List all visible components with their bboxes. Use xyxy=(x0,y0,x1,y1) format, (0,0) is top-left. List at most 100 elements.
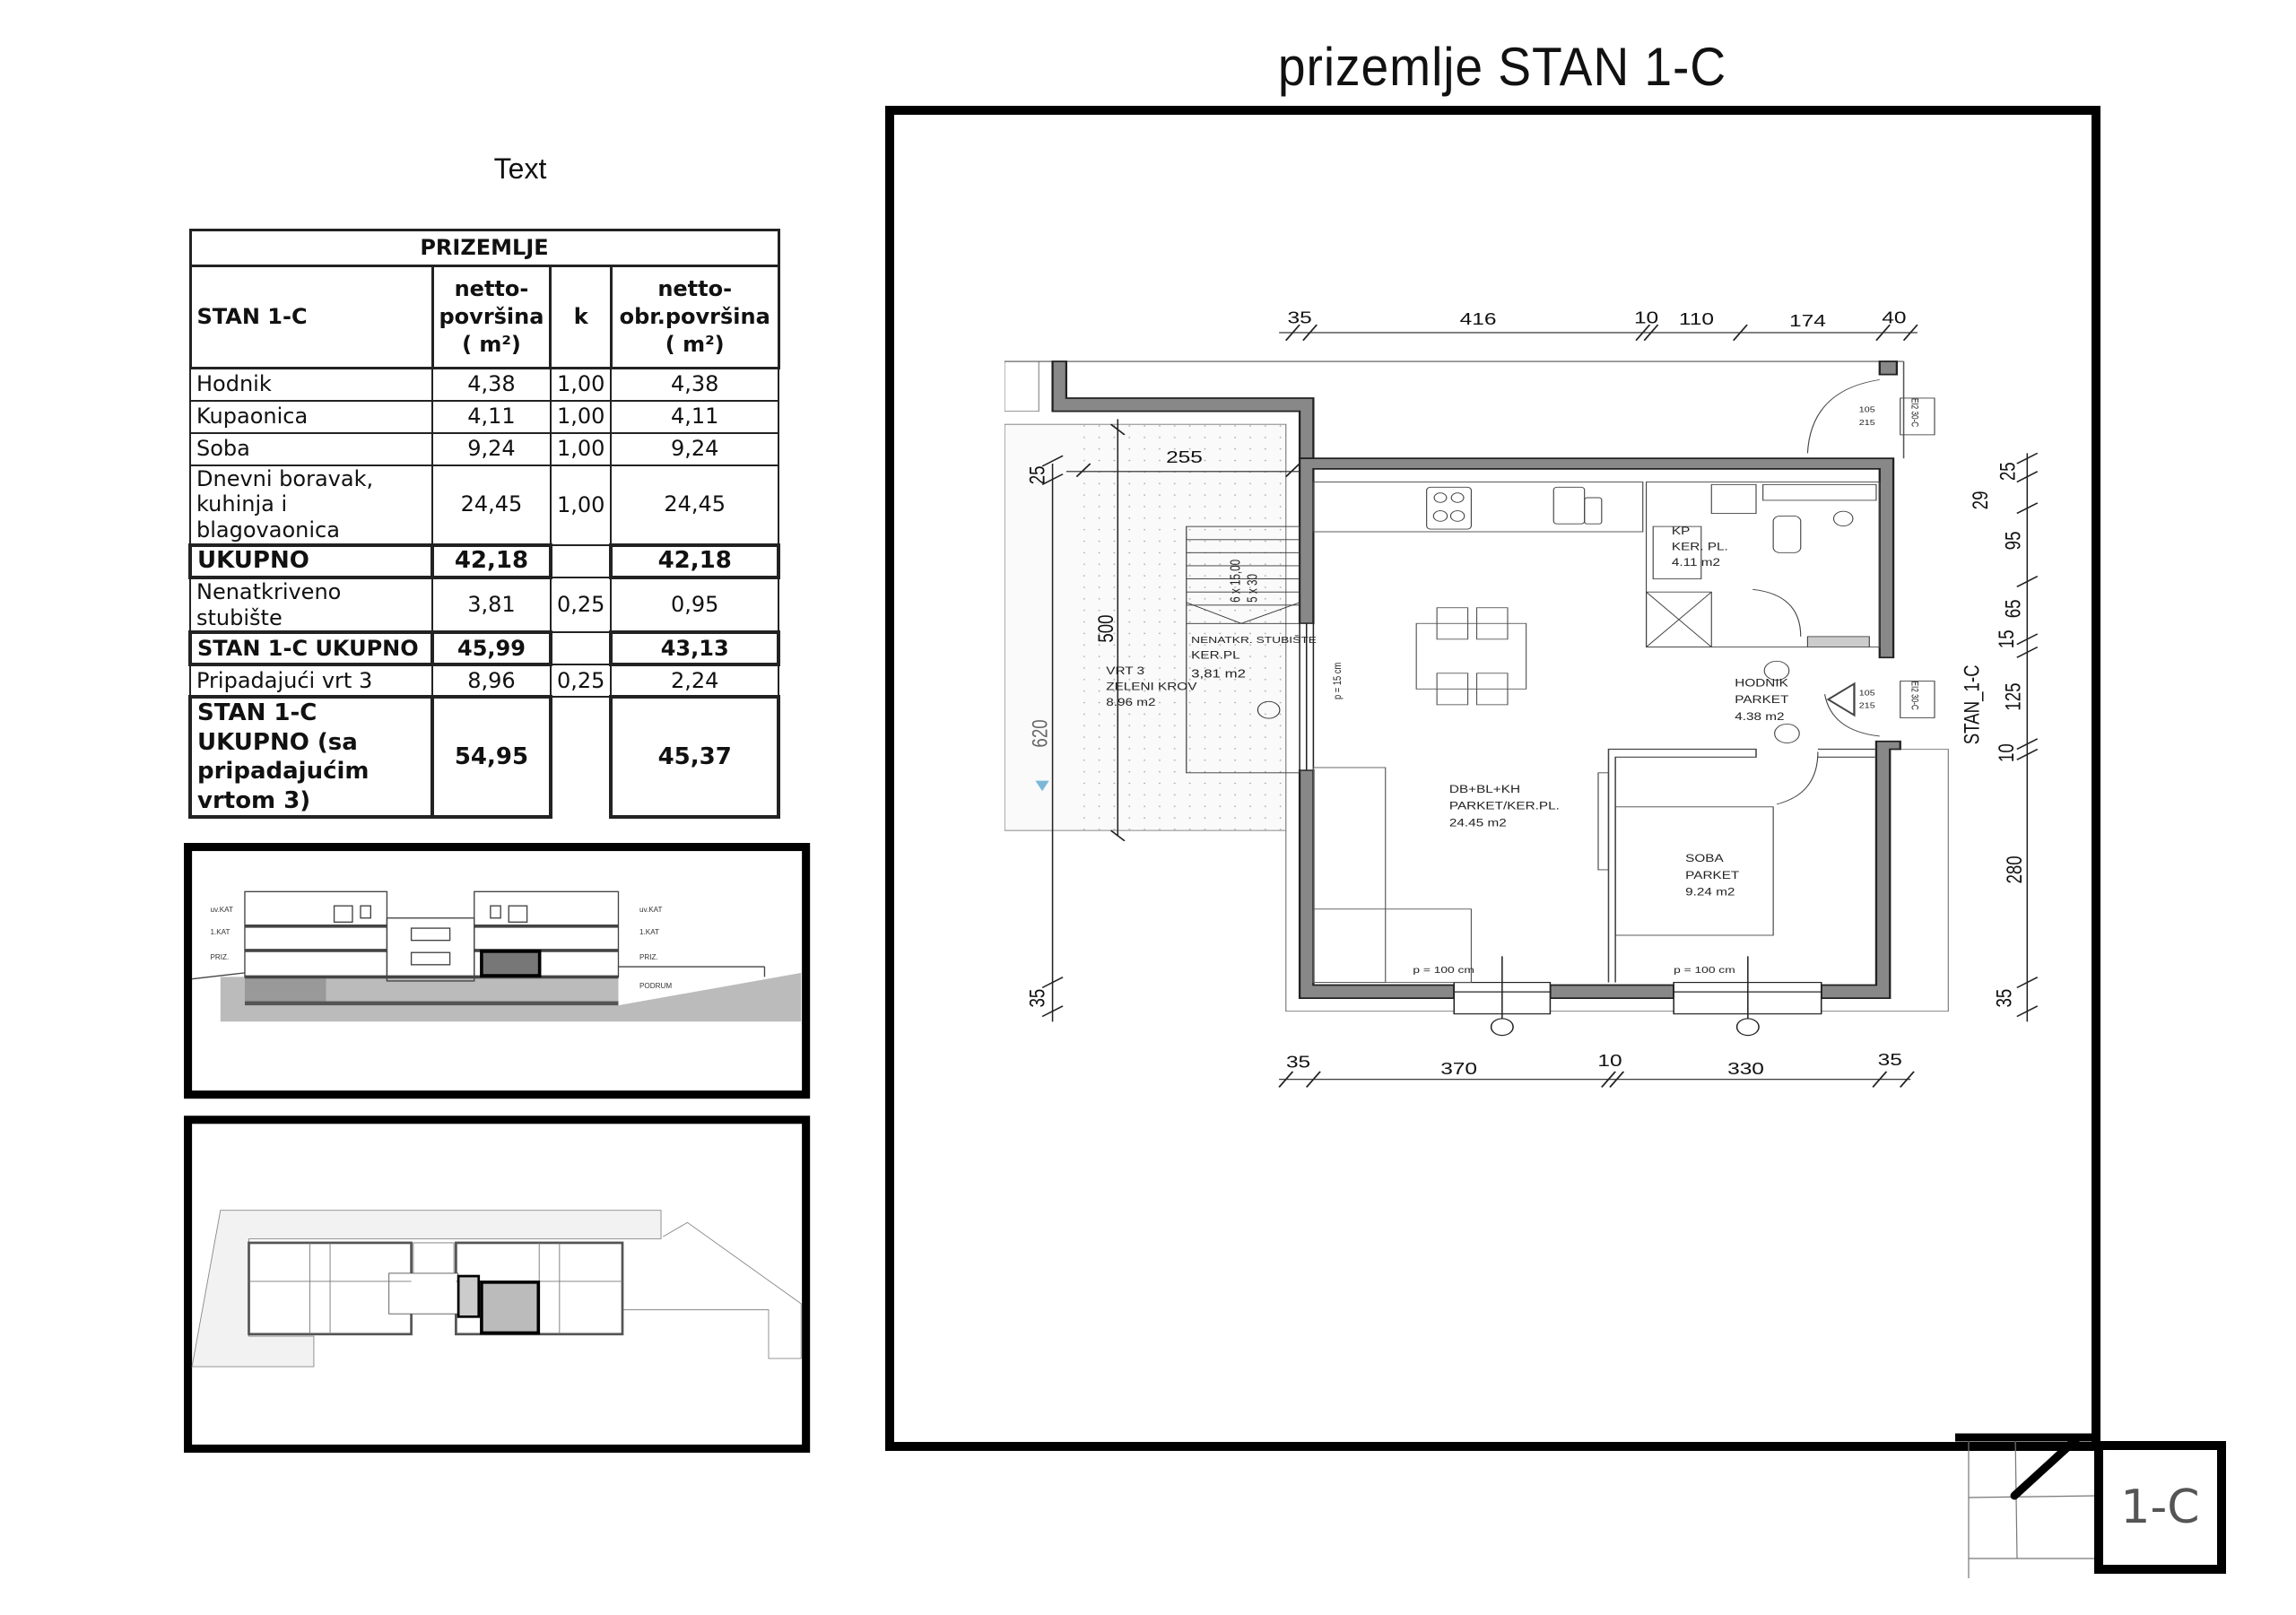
row-obr: 4,11 xyxy=(610,399,779,434)
entrance-doors xyxy=(1763,379,1935,743)
dim-right: 35 xyxy=(1991,989,2016,1008)
dim-right: 25 xyxy=(1995,462,2020,481)
room-label: KER.PL xyxy=(1191,649,1240,661)
row-obr: 4,38 xyxy=(610,367,779,402)
row-name: STAN 1-C UKUPNO xyxy=(188,630,434,667)
row-obr: 0,95 xyxy=(610,576,779,634)
row-netto: 24,45 xyxy=(431,464,552,546)
dim-right: 280 xyxy=(2002,855,2027,883)
key-thumbnails: uv.KAT 1.KAT PRIZ. uv.KAT 1.KAT PRIZ. PO… xyxy=(184,843,811,1453)
row-obr: 9,24 xyxy=(610,431,779,466)
room-label: PARKET xyxy=(1685,870,1739,881)
header-obr-l3: ( m²) xyxy=(665,332,725,358)
dim-top: 174 xyxy=(1789,311,1826,330)
dim-right: 125 xyxy=(2000,682,2025,710)
dim-top: 10 xyxy=(1634,308,1658,326)
row-k: 1,00 xyxy=(549,399,613,434)
level-label: uv.KAT xyxy=(639,906,662,914)
row-k xyxy=(549,631,613,666)
row-name: Hodnik xyxy=(189,367,433,402)
windows xyxy=(1453,956,1822,1037)
plan-frame xyxy=(885,106,2100,1451)
row-k: 0,25 xyxy=(549,576,613,634)
row-netto: 54,95 xyxy=(430,695,552,820)
dim-right: 10 xyxy=(1994,743,2019,762)
header-netto-l1: netto- xyxy=(454,275,529,301)
dining-table xyxy=(1415,607,1527,706)
room-label: PARKET/KER.PL. xyxy=(1449,800,1560,812)
dim-left: 255 xyxy=(1166,447,1203,466)
sill-height: p = 15 cm xyxy=(1332,663,1344,699)
row-obr: 43,13 xyxy=(609,630,780,667)
level-label: PODRUM xyxy=(639,982,672,990)
row-netto: 45,99 xyxy=(430,630,552,667)
dim-top: 40 xyxy=(1882,308,1906,326)
level-label: 1.KAT xyxy=(639,928,659,936)
dim-bottom: 330 xyxy=(1727,1059,1764,1078)
dimension-labels: 35 416 10 110 174 40 35 370 10 330 35 25… xyxy=(1024,308,2027,1078)
row-k xyxy=(549,543,613,578)
corner-key-lines xyxy=(1955,1433,2100,1578)
walls xyxy=(1051,360,1901,999)
table-section-title: PRIZEMLJE xyxy=(188,229,780,267)
row-k: 0,25 xyxy=(549,664,613,699)
level-label: PRIZ. xyxy=(639,953,658,961)
header-netto-l3: ( m²) xyxy=(462,332,521,358)
dim-top: 416 xyxy=(1460,309,1497,328)
header-netto: netto-površina ( m²) xyxy=(430,265,552,369)
dim-bottom: 370 xyxy=(1440,1059,1477,1078)
row-name: Soba xyxy=(189,431,433,466)
row-name: STAN 1-C UKUPNO (sa pripadajućim vrtom 3… xyxy=(188,695,434,820)
row-k: 1,00 xyxy=(549,431,613,466)
door-size: 215 xyxy=(1859,419,1875,427)
header-obr-l1: netto- xyxy=(657,275,733,301)
bathroom xyxy=(1645,482,1881,647)
dim-left: 500 xyxy=(1092,615,1118,643)
unit-label: STAN_1-C xyxy=(1959,664,1984,744)
dim-right: 95 xyxy=(2000,532,2025,551)
dim-bottom: 35 xyxy=(1286,1052,1310,1071)
header-k: k xyxy=(549,265,613,369)
door-size: 215 xyxy=(1859,701,1875,709)
room-label: KP xyxy=(1672,525,1690,537)
header-netto-l2: površina xyxy=(439,303,544,329)
room-label: PARKET xyxy=(1735,694,1788,706)
row-netto: 8,96 xyxy=(431,664,552,699)
level-label: uv.KAT xyxy=(210,906,232,914)
dim-right: 15 xyxy=(1994,630,2019,648)
unit-key-label: 1-C xyxy=(2120,1480,2200,1534)
unit-highlight xyxy=(480,1281,541,1335)
door-code: EI2 30-C xyxy=(1909,398,1919,427)
row-k xyxy=(548,697,613,818)
dim-right: 65 xyxy=(2000,600,2025,619)
room-labels: VRT 3 ZELENI KROV 8.96 m2 NENATKR. STUBI… xyxy=(1106,525,1788,976)
row-netto: 42,18 xyxy=(430,543,552,579)
row-k: 1,00 xyxy=(549,464,613,546)
unit-highlight xyxy=(480,950,542,977)
room-area: 4.11 m2 xyxy=(1672,557,1720,569)
sofa xyxy=(1312,767,1472,984)
siteplan-thumbnail xyxy=(184,1116,811,1453)
header-obr-l2: obr.površina xyxy=(619,303,770,329)
door-size: 105 xyxy=(1859,406,1875,414)
row-obr: 42,18 xyxy=(609,543,780,579)
room-label: VRT 3 xyxy=(1106,665,1144,677)
dim-left: 25 xyxy=(1024,465,1049,484)
unit-key-box: 1-C xyxy=(2094,1441,2226,1574)
room-label: KER. PL. xyxy=(1672,541,1728,552)
row-obr: 45,37 xyxy=(609,695,780,820)
row-name: Kupaonica xyxy=(189,399,433,434)
dim-left: 620 xyxy=(1027,719,1052,747)
stairs xyxy=(1186,525,1300,774)
level-label: PRIZ. xyxy=(210,953,229,961)
room-area: 24.45 m2 xyxy=(1449,817,1507,829)
door-code: EI2 30-C xyxy=(1909,682,1919,710)
row-netto: 3,81 xyxy=(431,576,552,634)
row-name: Dnevni boravak, kuhinja i blagovaonica xyxy=(189,464,433,546)
row-netto: 9,24 xyxy=(431,431,552,466)
header-obr: netto-obr.površina ( m²) xyxy=(609,265,780,369)
